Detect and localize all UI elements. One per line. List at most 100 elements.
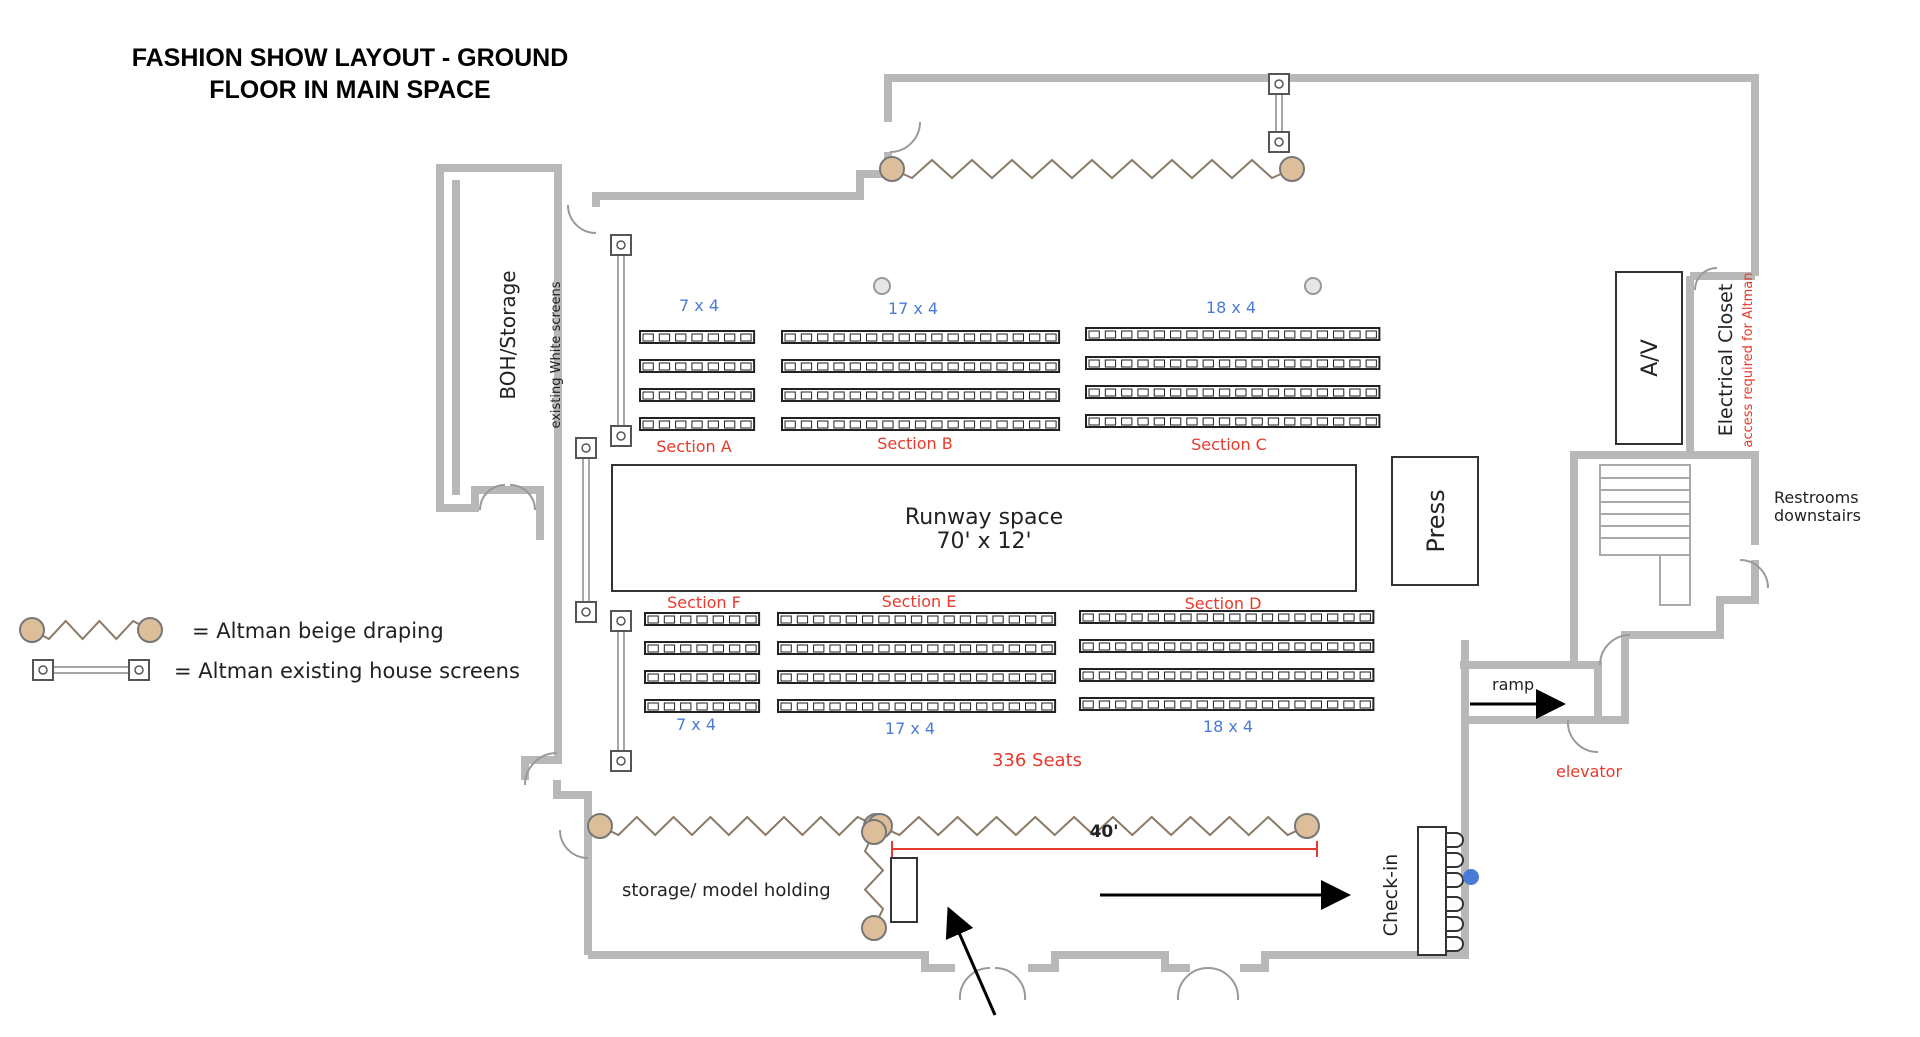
seat bbox=[963, 333, 976, 342]
seat bbox=[845, 644, 858, 653]
screen-post-dot bbox=[616, 431, 626, 441]
drape-post bbox=[879, 156, 905, 182]
seat bbox=[800, 333, 813, 342]
seat bbox=[817, 333, 829, 342]
seat bbox=[813, 615, 825, 624]
seat bbox=[898, 420, 910, 429]
seat-grids bbox=[639, 327, 1381, 713]
wall-upper-left bbox=[592, 152, 892, 207]
seat bbox=[663, 644, 676, 653]
seat bbox=[947, 391, 959, 400]
door-boh-right bbox=[509, 484, 536, 511]
seat bbox=[1300, 417, 1312, 426]
seat bbox=[691, 420, 703, 429]
seat bbox=[784, 362, 796, 371]
title-line-1: FASHION SHOW LAYOUT - GROUND bbox=[131, 44, 569, 72]
seat bbox=[813, 644, 825, 653]
seat bbox=[894, 644, 906, 653]
checkin-chair bbox=[1445, 832, 1464, 848]
seat bbox=[696, 615, 708, 624]
door-bottom-3 bbox=[1176, 966, 1209, 1001]
seat bbox=[1316, 417, 1328, 426]
storage-model-label: storage/ model holding bbox=[622, 880, 831, 901]
seat bbox=[1212, 671, 1225, 680]
screen-post bbox=[575, 601, 597, 623]
seat bbox=[845, 702, 858, 711]
seat bbox=[724, 333, 736, 342]
seat bbox=[927, 615, 939, 624]
seat bbox=[745, 673, 757, 682]
runway-label-1: Runway space bbox=[905, 505, 1063, 530]
seat bbox=[1186, 359, 1198, 368]
seat bbox=[849, 391, 862, 400]
seat bbox=[1180, 613, 1192, 622]
seat bbox=[1245, 613, 1257, 622]
seat bbox=[1229, 671, 1241, 680]
seat bbox=[1251, 330, 1263, 339]
seat bbox=[1196, 700, 1208, 709]
seat bbox=[1327, 700, 1339, 709]
seat bbox=[833, 420, 845, 429]
seat bbox=[1186, 388, 1198, 397]
seat bbox=[813, 702, 825, 711]
seat bbox=[1333, 417, 1345, 426]
seat bbox=[740, 391, 752, 400]
seat bbox=[1115, 613, 1127, 622]
seat bbox=[1137, 359, 1149, 368]
seat bbox=[1131, 700, 1143, 709]
door-storage bbox=[559, 829, 589, 859]
seat bbox=[1025, 673, 1037, 682]
seat bbox=[675, 420, 687, 429]
section-f-label: Section F bbox=[667, 593, 741, 612]
seat bbox=[658, 420, 671, 429]
seat bbox=[829, 644, 841, 653]
seat bbox=[1088, 330, 1100, 339]
seat bbox=[866, 362, 878, 371]
seat bbox=[1045, 362, 1057, 371]
seat bbox=[878, 673, 890, 682]
seat bbox=[1278, 613, 1290, 622]
seat bbox=[1343, 700, 1355, 709]
title-line-2: FLOOR IN MAIN SPACE bbox=[209, 76, 491, 104]
seat bbox=[914, 333, 927, 342]
page-title: FASHION SHOW LAYOUT - GROUND FLOOR IN MA… bbox=[60, 42, 640, 106]
seat bbox=[845, 673, 858, 682]
seat bbox=[740, 333, 752, 342]
seat bbox=[647, 644, 659, 653]
ramp-label: ramp bbox=[1492, 675, 1534, 694]
wall-bottom bbox=[588, 951, 955, 972]
wall-boh bbox=[436, 164, 562, 540]
screen-post-dot bbox=[616, 616, 626, 626]
seat bbox=[691, 362, 703, 371]
seat bbox=[959, 615, 972, 624]
seat bbox=[1041, 702, 1053, 711]
seat bbox=[1041, 615, 1053, 624]
seat bbox=[1186, 330, 1198, 339]
seat bbox=[784, 420, 796, 429]
wall-stair-area bbox=[1570, 451, 1759, 665]
seat bbox=[959, 644, 972, 653]
seat bbox=[1121, 388, 1133, 397]
seat bbox=[1012, 362, 1025, 371]
arrow-entrance bbox=[945, 906, 997, 1016]
door-top-wing bbox=[889, 121, 921, 153]
section-e-label: Section E bbox=[882, 592, 957, 611]
house-screens bbox=[575, 73, 1290, 772]
grid-label-top-c: 18 x 4 bbox=[1206, 298, 1256, 317]
seat bbox=[976, 615, 988, 624]
seat bbox=[1202, 330, 1214, 339]
door-av bbox=[1694, 267, 1718, 291]
stairs bbox=[1599, 464, 1691, 606]
seat bbox=[980, 391, 992, 400]
legend-draping: = Altman beige draping bbox=[18, 616, 444, 646]
seat bbox=[1310, 671, 1322, 680]
seat bbox=[1153, 388, 1165, 397]
seat bbox=[1088, 388, 1100, 397]
seat bbox=[866, 333, 878, 342]
door-elevator bbox=[1566, 719, 1599, 754]
seat bbox=[1218, 388, 1231, 397]
screen-post bbox=[610, 425, 632, 447]
seat bbox=[680, 673, 692, 682]
seat bbox=[1098, 700, 1111, 709]
seat bbox=[878, 702, 890, 711]
